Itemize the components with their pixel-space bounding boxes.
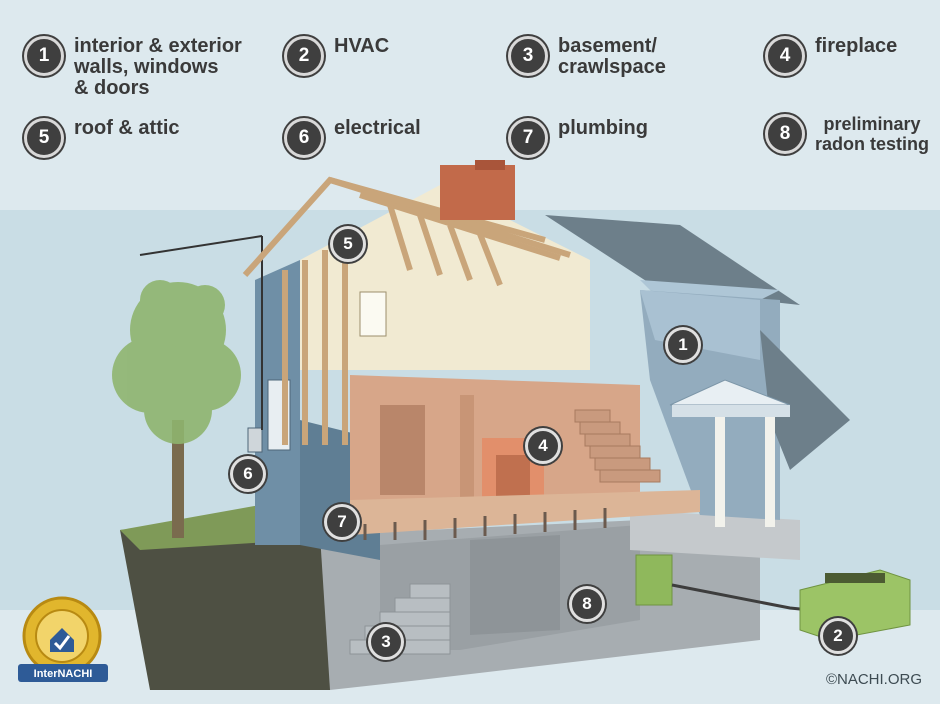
- interior-stairs: [574, 409, 661, 483]
- legend-item-8: 8 preliminary radon testing: [765, 114, 929, 154]
- marker-radon-testing: 8: [569, 586, 605, 622]
- marker-roof-attic: 5: [330, 226, 366, 262]
- upper-window: [359, 291, 387, 337]
- basement-wall: [470, 535, 560, 635]
- legend-item-5: 5 roof & attic: [24, 118, 180, 158]
- porch-column-left: [715, 417, 725, 527]
- legend-label: HVAC: [334, 35, 390, 57]
- porch-beam: [672, 405, 790, 417]
- chimney-cap: [475, 160, 505, 170]
- roof-shingles: [545, 215, 800, 305]
- legend-number-badge: 7: [508, 118, 548, 158]
- ground-cross-section: [120, 510, 340, 690]
- legend-label: plumbing: [558, 117, 648, 139]
- floor-joists: [363, 508, 607, 540]
- tree-trunk: [172, 420, 184, 538]
- legend-number-badge: 2: [284, 36, 324, 76]
- legend-label: basement/ crawlspace: [558, 35, 666, 78]
- floor: [350, 490, 700, 535]
- copyright-text: ©NACHI.ORG: [825, 671, 922, 688]
- marker-electrical: 6: [230, 456, 266, 492]
- doorway: [380, 405, 425, 495]
- tree-canopy: [112, 280, 241, 444]
- svg-text:InterNACHI: InterNACHI: [34, 668, 93, 680]
- legend-item-3: 3 basement/ crawlspace: [508, 36, 666, 78]
- marker-plumbing: 7: [324, 504, 360, 540]
- condenser-fan-grille: [825, 573, 885, 583]
- legend-number-badge: 4: [765, 36, 805, 76]
- porch-roof-side: [760, 330, 850, 470]
- legend-item-1: 1 interior & exterior walls, windows & d…: [24, 36, 242, 99]
- chimney: [440, 165, 515, 220]
- internachi-seal: InterNACHI: [18, 596, 108, 682]
- legend-item-7: 7 plumbing: [508, 118, 648, 158]
- legend-label: preliminary radon testing: [815, 114, 930, 154]
- indoor-hvac-unit: [635, 554, 673, 606]
- legend-number-badge: 1: [24, 36, 64, 76]
- legend-number-badge: 8: [765, 114, 805, 154]
- marker-hvac: 2: [820, 618, 856, 654]
- legend-label: interior & exterior walls, windows & doo…: [74, 35, 242, 99]
- firebox: [496, 455, 530, 501]
- legend-number-badge: 5: [24, 118, 64, 158]
- marker-walls-windows-doors: 1: [665, 327, 701, 363]
- marker-fireplace: 4: [525, 428, 561, 464]
- patio-slab: [630, 510, 800, 560]
- legend-item-4: 4 fireplace: [765, 36, 897, 76]
- interior-column: [460, 395, 474, 505]
- marker-basement-crawlspace: 3: [368, 624, 404, 660]
- legend-label: roof & attic: [74, 117, 180, 139]
- legend-item-6: 6 electrical: [284, 118, 421, 158]
- legend-number-badge: 6: [284, 118, 324, 158]
- porch-column-right: [765, 417, 775, 527]
- legend-item-2: 2 HVAC: [284, 36, 389, 76]
- legend-label: electrical: [334, 117, 421, 139]
- power-line: [139, 235, 263, 430]
- legend-label: fireplace: [815, 35, 898, 57]
- electric-meter: [247, 427, 263, 453]
- legend-number-badge: 3: [508, 36, 548, 76]
